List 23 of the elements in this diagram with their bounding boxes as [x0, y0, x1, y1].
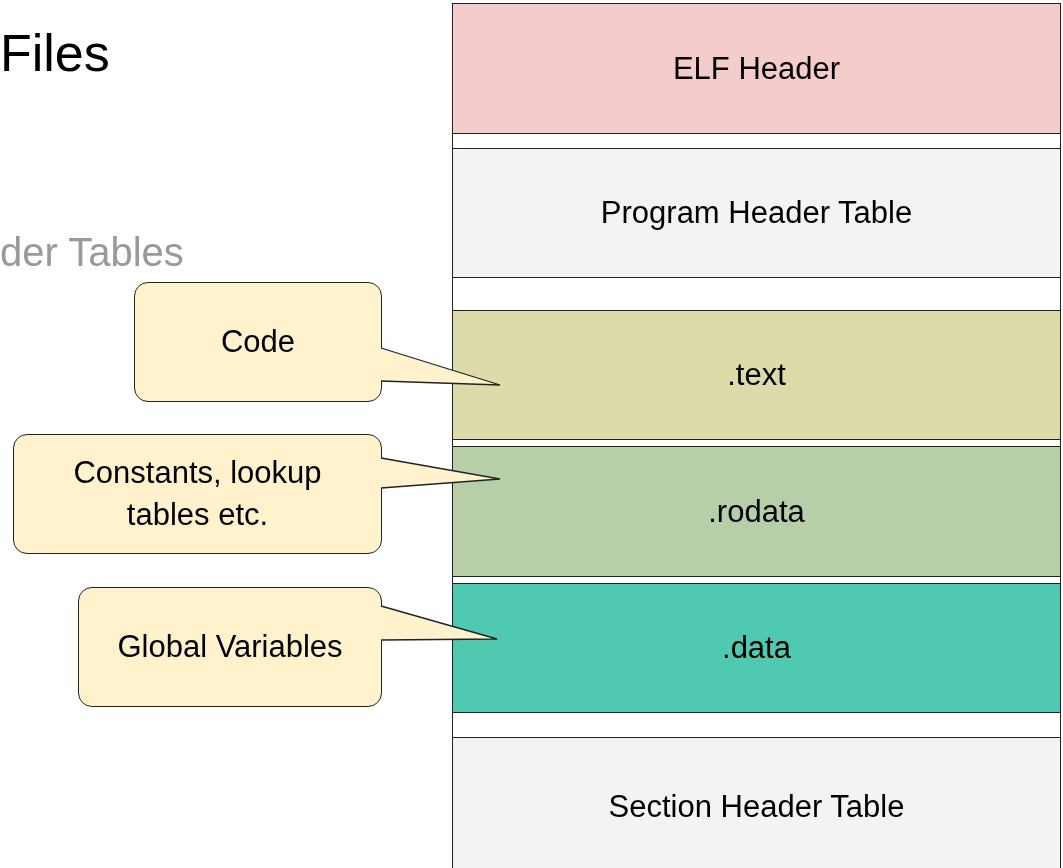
section-box: [452, 310, 1061, 440]
callout-bubble: [134, 282, 382, 402]
section-box: [452, 737, 1061, 868]
callout-pointer: [380, 347, 501, 386]
title-text: Files: [0, 23, 110, 84]
section-label: .rodata: [708, 492, 805, 531]
section-label: ELF Header: [672, 49, 841, 88]
section-box: [452, 583, 1061, 713]
callout-bubble: [13, 434, 382, 554]
callout-bubble: [78, 587, 382, 707]
callout-text: Global Variables: [117, 628, 343, 666]
callout-pointer: [380, 457, 501, 489]
section-box: [452, 3, 1061, 134]
section-label: Section Header Table: [608, 788, 905, 826]
section-label: .text: [727, 356, 786, 394]
subtitle-text: der Tables: [0, 229, 184, 276]
callout-text: Constants, lookup tables etc.: [72, 454, 323, 534]
callout-text: Code: [220, 323, 296, 361]
section-label: Program Header Table: [600, 194, 913, 232]
callout-pointer: [380, 605, 498, 641]
section-label: .data: [722, 629, 791, 667]
section-box: [452, 446, 1061, 577]
section-box: [452, 148, 1061, 278]
